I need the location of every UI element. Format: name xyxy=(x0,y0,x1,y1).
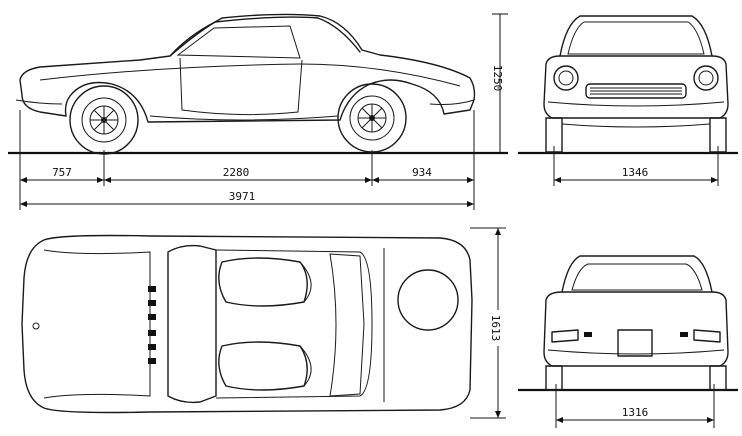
front-track-label: 1346 xyxy=(622,166,649,179)
front-left-headlight xyxy=(553,65,579,91)
rear-roof-outline xyxy=(561,255,713,293)
height-dimension xyxy=(492,13,508,154)
rear-right-tire xyxy=(709,365,727,391)
rear-right-tail-light xyxy=(693,329,721,343)
side-door-line xyxy=(179,57,303,116)
side-soft-top xyxy=(169,16,361,57)
rear-body-outline xyxy=(543,291,729,367)
front-body-outline xyxy=(543,55,729,119)
side-front-wheel xyxy=(69,85,139,155)
front-overhang-label: 757 xyxy=(52,166,72,179)
side-rear-bumper xyxy=(429,99,475,105)
front-bumper xyxy=(547,101,725,107)
front-roof-outline xyxy=(559,15,713,57)
side-beltline xyxy=(39,63,461,87)
height-label: 1250 xyxy=(491,65,504,92)
wheelbase-label: 2280 xyxy=(223,166,250,179)
top-cabin xyxy=(215,249,373,399)
top-view xyxy=(21,227,506,419)
rear-left-tire xyxy=(545,365,563,391)
top-body-outline xyxy=(21,234,473,414)
rear-track-label: 1316 xyxy=(622,406,649,419)
side-rocker xyxy=(149,115,339,121)
rear-bumper xyxy=(547,349,725,355)
overall-length-label: 3971 xyxy=(229,190,256,203)
side-view: 1250 xyxy=(8,13,508,155)
top-left-seat xyxy=(218,257,308,307)
top-folded-roof xyxy=(329,253,365,397)
side-rear-wheel xyxy=(337,83,407,153)
top-windshield-frame xyxy=(167,244,217,404)
rear-license-plate xyxy=(617,329,653,357)
length-dimensions xyxy=(19,110,475,210)
side-body-outline xyxy=(19,13,476,123)
rear-window xyxy=(571,263,703,291)
side-window-frame xyxy=(176,25,301,59)
rear-left-tail-light xyxy=(551,329,579,343)
side-front-bumper xyxy=(15,99,63,105)
top-hood-left xyxy=(43,249,151,399)
front-grille xyxy=(585,83,687,99)
top-right-seat xyxy=(218,341,308,391)
front-view xyxy=(518,15,738,186)
top-spare-wheel-cover xyxy=(397,269,459,331)
width-label: 1613 xyxy=(489,315,502,342)
front-windshield xyxy=(567,21,705,55)
rear-view xyxy=(518,255,738,428)
rear-overhang-label: 934 xyxy=(412,166,432,179)
front-right-headlight xyxy=(693,65,719,91)
